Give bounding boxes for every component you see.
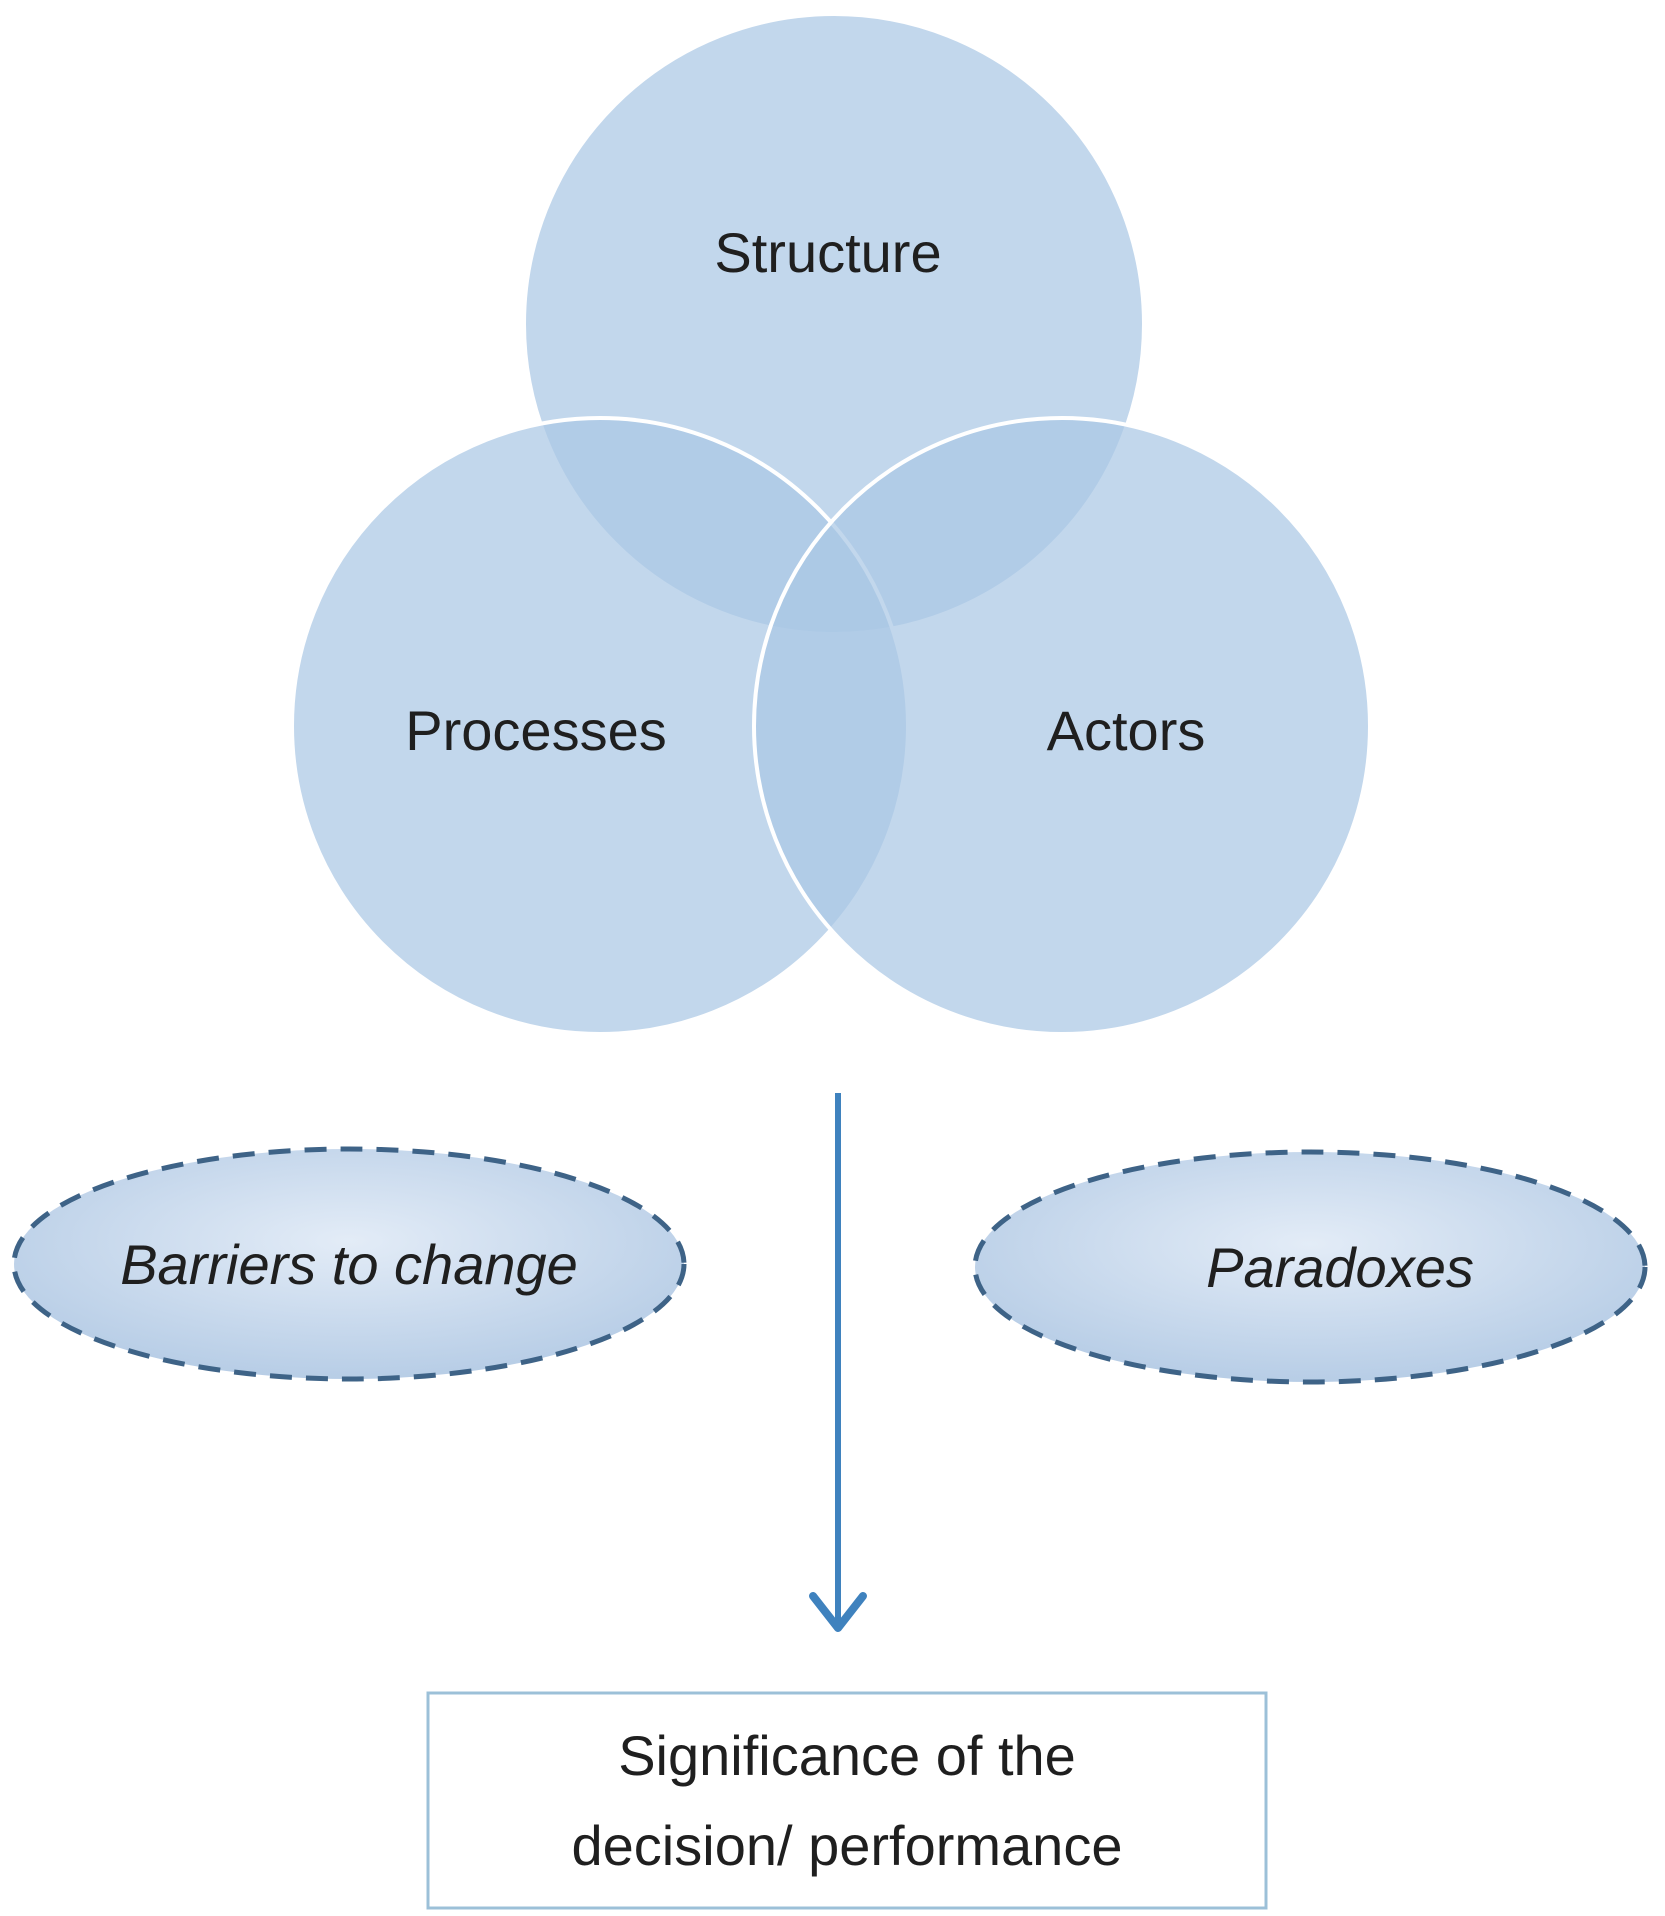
paradoxes-label: Paradoxes [1206, 1236, 1474, 1299]
outcome-line-1: Significance of the [618, 1724, 1076, 1787]
outcome-line-2: decision/ performance [572, 1814, 1123, 1877]
outcome-box-border [426, 1691, 1268, 1910]
down-arrow [809, 1093, 867, 1632]
outcome-box: Significance of the decision/ performanc… [426, 1691, 1268, 1910]
venn-label-structure: Structure [714, 221, 941, 284]
arrow-head-icon [809, 1592, 867, 1632]
barriers-label: Barriers to change [120, 1233, 578, 1296]
paradoxes-ellipse [972, 1149, 1648, 1385]
venn-diagram: Structure Processes Actors [290, 12, 1372, 1036]
venn-circle-actors [752, 416, 1372, 1036]
barriers-ellipse [11, 1146, 687, 1382]
venn-label-actors: Actors [1047, 699, 1206, 762]
factor-barriers: Barriers to change [11, 1146, 687, 1382]
venn-label-processes: Processes [405, 699, 666, 762]
factor-paradoxes: Paradoxes [972, 1149, 1648, 1385]
